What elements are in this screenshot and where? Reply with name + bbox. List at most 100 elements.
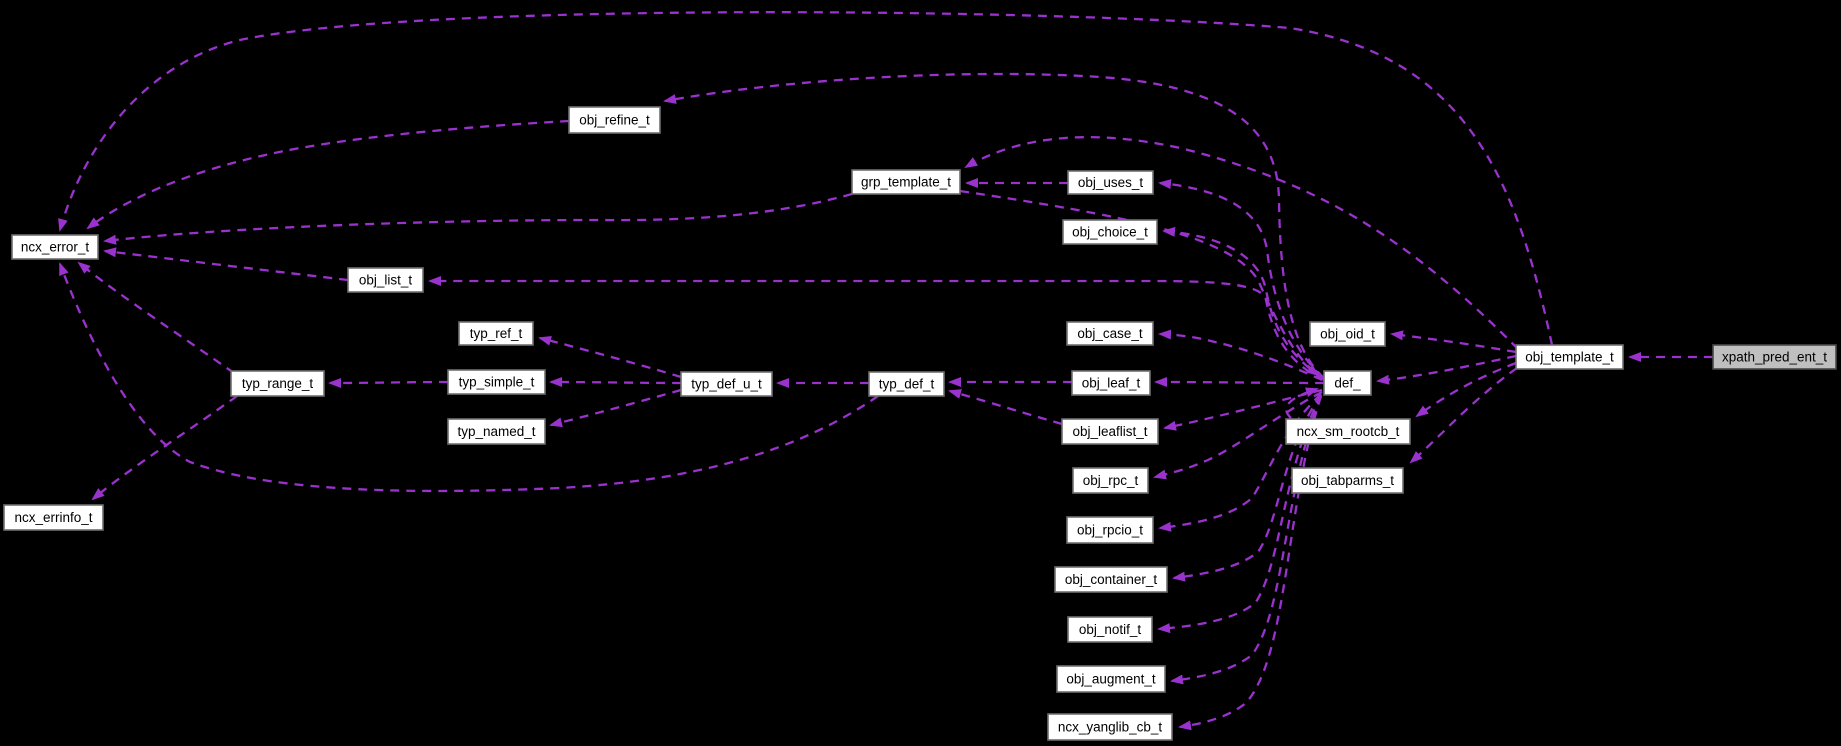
edge-grp_template_t-to-def_ [959, 189, 1320, 377]
node-box-typ_range_t[interactable] [230, 370, 325, 397]
node-typ_simple_t[interactable]: typ_simple_t [447, 369, 546, 395]
node-label-obj_augment_t: obj_augment_t [1066, 672, 1156, 687]
edge-grp_template_t-to-ncx_error_t [103, 192, 853, 245]
node-box-obj_uses_t[interactable] [1067, 170, 1154, 195]
node-obj_rpc_t[interactable]: obj_rpc_t [1072, 467, 1149, 494]
node-box-ncx_error_t[interactable] [11, 234, 99, 260]
node-label-obj_case_t: obj_case_t [1077, 326, 1143, 341]
node-obj_template_t[interactable]: obj_template_t [1515, 344, 1624, 370]
node-box-typ_def_u_t[interactable] [680, 371, 773, 397]
node-typ_def_u_t[interactable]: typ_def_u_t [680, 371, 773, 397]
node-typ_ref_t[interactable]: typ_ref_t [458, 321, 534, 346]
node-obj_case_t[interactable]: obj_case_t [1066, 321, 1154, 346]
edge-obj_template_t-to-ncx_sm_rootcb_t [1415, 361, 1517, 418]
node-box-obj_tabparms_t[interactable] [1291, 467, 1404, 494]
node-box-obj_leaf_t[interactable] [1071, 370, 1151, 396]
node-box-obj_list_t[interactable] [347, 267, 424, 293]
node-obj_choice_t[interactable]: obj_choice_t [1062, 219, 1158, 245]
node-label-typ_def_u_t: typ_def_u_t [691, 377, 762, 392]
node-obj_rpcio_t[interactable]: obj_rpcio_t [1066, 516, 1154, 544]
node-xpath_pred_ent_t: xpath_pred_ent_t [1712, 344, 1837, 370]
node-label-typ_def_t: typ_def_t [879, 377, 935, 392]
node-box-obj_template_t[interactable] [1515, 344, 1624, 370]
node-label-typ_range_t: typ_range_t [242, 376, 314, 391]
node-box-typ_ref_t[interactable] [458, 321, 534, 346]
node-box-typ_simple_t[interactable] [447, 369, 546, 395]
node-box-typ_named_t[interactable] [447, 418, 546, 445]
node-label-def_: def_ [1334, 376, 1361, 391]
node-typ_named_t[interactable]: typ_named_t [447, 418, 546, 445]
node-label-obj_refine_t: obj_refine_t [579, 113, 650, 128]
node-label-ncx_yanglib_cb_t: ncx_yanglib_cb_t [1058, 720, 1163, 735]
edge-typ_simple_t-to-typ_range_t [328, 377, 449, 388]
node-box-ncx_yanglib_cb_t[interactable] [1047, 713, 1173, 741]
node-box-ncx_errinfo_t[interactable] [3, 504, 104, 531]
node-obj_list_t[interactable]: obj_list_t [347, 267, 424, 293]
edge-typ_def_u_t-to-typ_simple_t [549, 377, 682, 388]
edge-obj_template_t-to-grp_template_t [964, 136, 1519, 350]
node-label-obj_uses_t: obj_uses_t [1078, 175, 1144, 190]
edge-obj_list_t-to-ncx_error_t [103, 247, 349, 282]
node-label-obj_container_t: obj_container_t [1065, 572, 1158, 587]
edge-typ_def_u_t-to-typ_ref_t [538, 335, 682, 379]
node-box-obj_rpc_t[interactable] [1072, 467, 1149, 494]
edge-def_-to-obj_leaf_t [1154, 377, 1325, 388]
edge-def_-to-obj_notif_t [1157, 394, 1323, 634]
node-obj_uses_t[interactable]: obj_uses_t [1067, 170, 1154, 195]
node-box-grp_template_t[interactable] [851, 169, 961, 195]
edge-obj_template_t-to-def_ [1376, 354, 1517, 385]
node-ncx_errinfo_t[interactable]: ncx_errinfo_t [3, 504, 104, 531]
edge-obj_template_t-to-ncx_error_t [58, 11, 1554, 346]
node-box-obj_rpcio_t[interactable] [1066, 516, 1154, 544]
node-label-grp_template_t: grp_template_t [861, 175, 951, 190]
node-box-obj_oid_t[interactable] [1309, 321, 1386, 347]
node-box-obj_notif_t[interactable] [1067, 616, 1153, 643]
node-ncx_error_t[interactable]: ncx_error_t [11, 234, 99, 260]
node-typ_def_t[interactable]: typ_def_t [868, 371, 945, 397]
edge-def_-to-obj_augment_t [1170, 395, 1323, 685]
node-obj_oid_t[interactable]: obj_oid_t [1309, 321, 1386, 347]
node-box-obj_choice_t[interactable] [1062, 219, 1158, 245]
edge-obj_refine_t-to-ncx_error_t [86, 119, 570, 230]
node-obj_leaflist_t[interactable]: obj_leaflist_t [1061, 418, 1159, 445]
edge-ncx_sm_rootcb_t-to-def_ [1285, 387, 1319, 419]
node-ncx_sm_rootcb_t[interactable]: ncx_sm_rootcb_t [1285, 418, 1411, 445]
edge-typ_range_t-to-ncx_errinfo_t [91, 395, 238, 501]
node-def_[interactable]: def_ [1323, 370, 1372, 396]
node-label-obj_leaflist_t: obj_leaflist_t [1072, 424, 1147, 439]
node-box-typ_def_t[interactable] [868, 371, 945, 397]
node-obj_augment_t[interactable]: obj_augment_t [1056, 665, 1166, 693]
node-obj_container_t[interactable]: obj_container_t [1054, 566, 1168, 593]
edges-layer [58, 11, 1713, 731]
node-label-ncx_sm_rootcb_t: ncx_sm_rootcb_t [1297, 424, 1400, 439]
edge-obj_leaflist_t-to-typ_def_t [948, 389, 1063, 426]
node-ncx_yanglib_cb_t[interactable]: ncx_yanglib_cb_t [1047, 713, 1173, 741]
node-box-def_[interactable] [1323, 370, 1372, 396]
node-box-ncx_sm_rootcb_t[interactable] [1285, 418, 1411, 445]
node-obj_tabparms_t[interactable]: obj_tabparms_t [1291, 467, 1404, 494]
node-label-obj_notif_t: obj_notif_t [1079, 622, 1142, 637]
edge-typ_def_u_t-to-typ_named_t [549, 388, 682, 428]
node-box-obj_leaflist_t[interactable] [1061, 418, 1159, 445]
edge-typ_range_t-to-ncx_error_t [77, 261, 235, 374]
node-label-obj_rpc_t: obj_rpc_t [1083, 473, 1139, 488]
node-grp_template_t[interactable]: grp_template_t [851, 169, 961, 195]
node-obj_refine_t[interactable]: obj_refine_t [568, 106, 661, 134]
node-typ_range_t[interactable]: typ_range_t [230, 370, 325, 397]
node-label-obj_oid_t: obj_oid_t [1320, 327, 1375, 342]
node-obj_leaf_t[interactable]: obj_leaf_t [1071, 370, 1151, 396]
node-label-obj_template_t: obj_template_t [1525, 350, 1614, 365]
node-label-obj_leaf_t: obj_leaf_t [1082, 376, 1141, 391]
node-label-typ_named_t: typ_named_t [457, 424, 535, 439]
node-label-obj_tabparms_t: obj_tabparms_t [1301, 473, 1394, 488]
node-box-obj_refine_t[interactable] [568, 106, 661, 134]
node-box-obj_case_t[interactable] [1066, 321, 1154, 346]
node-label-obj_choice_t: obj_choice_t [1072, 225, 1148, 240]
node-label-typ_simple_t: typ_simple_t [459, 375, 535, 390]
node-box-obj_container_t[interactable] [1054, 566, 1168, 593]
node-obj_notif_t[interactable]: obj_notif_t [1067, 616, 1153, 643]
node-box-obj_augment_t[interactable] [1056, 665, 1166, 693]
edge-obj_template_t-to-obj_tabparms_t [1409, 367, 1518, 464]
